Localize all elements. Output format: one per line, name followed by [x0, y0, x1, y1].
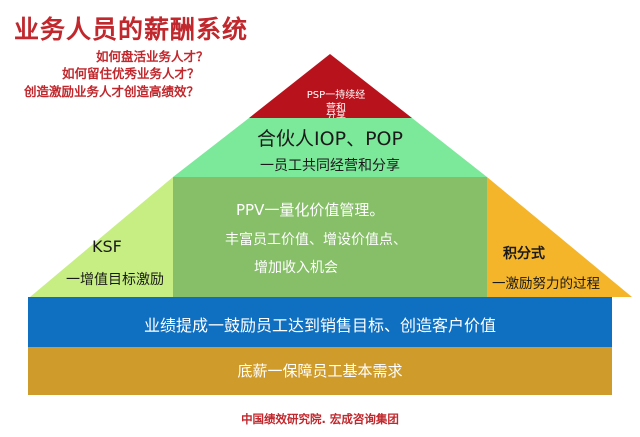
partner-subtitle: 一员工共同经营和分享	[260, 158, 400, 174]
question-3: 创造激励业务人才创造高绩效？	[24, 84, 200, 99]
question-1: 如何盘活业务人才？	[96, 49, 209, 64]
ksf-tier	[30, 177, 173, 297]
psp-tier	[249, 54, 412, 118]
psp-label-line3: 分享	[326, 111, 346, 118]
points-tier	[487, 177, 632, 297]
bonus-band	[28, 297, 612, 347]
bonus-label: 业绩提成一鼓励员工达到销售目标、创造客户价值	[143, 316, 496, 335]
partner-title: 合伙人IOP、POP	[257, 128, 403, 150]
ppv-tier	[173, 177, 487, 297]
question-2: 如何留住优秀业务人才？	[62, 66, 200, 81]
psp-label-line2: 营和	[326, 103, 346, 114]
partner-tier	[173, 118, 487, 177]
footer-credit: 中国绩效研究院. 宏成咨询集团	[241, 412, 399, 426]
points-subtitle: 一激励努力的过程	[492, 276, 600, 292]
page-title: 业务人员的薪酬系统	[14, 15, 249, 44]
ksf-subtitle: 一增值目标激励	[66, 272, 164, 288]
ksf-title: KSF	[92, 237, 122, 256]
ppv-label-line3: 增加收入机会	[254, 260, 338, 276]
psp-label-line1: PSP一持续经	[306, 90, 366, 101]
points-title: 积分式	[503, 246, 545, 262]
base-label: 底薪一保障员工基本需求	[237, 362, 403, 380]
ppv-label-line2: 丰富员工价值、增设价值点、	[225, 232, 407, 248]
ppv-label-line1: PPV一量化价值管理。	[236, 201, 385, 219]
base-band	[28, 347, 612, 395]
